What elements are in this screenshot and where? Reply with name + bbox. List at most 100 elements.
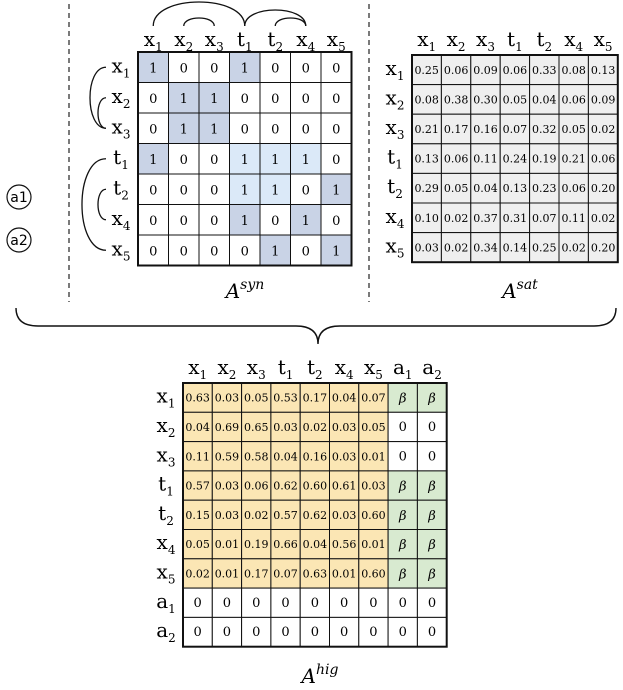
sat-cell-value: 0.06 — [561, 182, 586, 195]
sat-cell: 0.30 — [470, 84, 501, 115]
sat-cell: 0.06 — [440, 54, 472, 86]
syn-row-header: x4 — [112, 206, 131, 233]
sat-row-header: x3 — [386, 115, 405, 142]
sat-cell-value: 0.02 — [591, 212, 616, 225]
syn-cell-value: 0 — [302, 122, 310, 137]
hig-cell: 0.11 — [182, 441, 213, 472]
sat-cell: 0.08 — [411, 84, 442, 115]
hig-cell: 0.03 — [329, 441, 360, 472]
hig-cell-value: 0.04 — [332, 392, 357, 405]
hig-cell: 0.53 — [270, 382, 301, 413]
hig-cell: 0 — [270, 616, 301, 648]
anchor-circle — [6, 227, 32, 253]
hig-cell-bg — [299, 529, 331, 560]
hig-cell-value: 0.63 — [303, 567, 328, 580]
syn-cell-bg — [137, 143, 169, 175]
syn-cell-value: 1 — [271, 153, 279, 168]
syn-cell-bg — [320, 234, 352, 266]
hig-cell: 0.62 — [270, 470, 301, 501]
anchor-node: a2 — [6, 227, 32, 253]
syn-cell-bg — [198, 112, 230, 144]
syn-cell: 0 — [137, 112, 169, 144]
hig-cell: 0 — [387, 411, 418, 443]
hig-cell-value: 0.58 — [244, 450, 269, 463]
sat-cell: 0.06 — [558, 172, 589, 204]
hig-cell: 0 — [387, 616, 418, 648]
hig-cell: 0.66 — [270, 529, 301, 560]
hig-cell-bg — [358, 382, 389, 413]
sat-cell-bg — [587, 172, 619, 204]
hig-cell-value: 0.03 — [332, 421, 357, 434]
dependency-arc-top — [244, 9, 307, 27]
dependency-arc-left — [89, 66, 107, 129]
hig-row-header: a2 — [156, 618, 176, 645]
syn-cell: 0 — [320, 143, 352, 175]
hig-cell-value: 0 — [252, 625, 260, 640]
syn-cell: 1 — [229, 51, 261, 83]
hig-cell-value: β — [427, 509, 436, 524]
syn-cell: 0 — [168, 204, 200, 236]
syn-cell-bg — [137, 234, 169, 266]
hig-cell: β — [387, 382, 418, 413]
brace-path — [15, 307, 617, 345]
hig-cell: 0.03 — [270, 411, 301, 443]
sat-cell-value: 0.08 — [414, 93, 439, 106]
syn-cell-bg — [229, 143, 261, 175]
syn-cell-value: 0 — [271, 214, 279, 229]
hig-cell: 0.56 — [329, 529, 360, 560]
syn-cell-bg — [168, 112, 200, 144]
syn-cell-bg — [259, 204, 291, 236]
hig-cell: 0 — [387, 441, 418, 472]
sat-cell: 0.20 — [587, 172, 619, 204]
syn-cell: 0 — [198, 143, 230, 175]
hig-cell: 0.58 — [241, 441, 272, 472]
hig-cell-value: 0.05 — [244, 392, 269, 405]
syn-cell-value: 1 — [332, 183, 340, 198]
syn-cell: 0 — [259, 82, 291, 114]
dependency-arc-top — [152, 1, 246, 27]
hig-cell: 0.04 — [329, 382, 360, 413]
hig-cell-value: 0.04 — [185, 421, 210, 434]
hig-cell: 0.63 — [299, 558, 331, 589]
syn-cell-bg — [229, 82, 261, 114]
syn-cell: 1 — [168, 112, 200, 144]
sat-cell: 0.07 — [529, 202, 560, 234]
hig-cell-bg — [241, 499, 272, 531]
syn-cell-value: 0 — [149, 183, 157, 198]
sat-cell-value: 0.06 — [591, 153, 616, 166]
hig-cell-bg — [299, 616, 331, 648]
hig-cell-value: 0 — [281, 596, 289, 611]
sat-cell: 0.31 — [499, 202, 531, 234]
syn-row-header: x3 — [112, 114, 131, 141]
hig-cell-value: 0.02 — [185, 567, 210, 580]
hig-cell-bg — [299, 499, 331, 531]
hig-row-header: x4 — [157, 530, 176, 557]
sat-cell-value: 0.20 — [591, 182, 616, 195]
sat-cell-bg — [440, 54, 472, 86]
hig-cell: 0.03 — [211, 382, 243, 413]
hig-cell-bg — [329, 470, 360, 501]
hig-cell-value: 0.16 — [303, 450, 328, 463]
hig-cell-value: 0.17 — [244, 567, 269, 580]
hig-cell-value: 0.01 — [332, 567, 357, 580]
syn-cell-value: 0 — [149, 122, 157, 137]
hig-cell-value: 0.65 — [244, 421, 269, 434]
sat-cell-value: 0.04 — [473, 182, 498, 195]
sat-cell-value: 0.16 — [473, 123, 498, 136]
syn-cell-value: 0 — [302, 183, 310, 198]
hig-col-header: t1 — [278, 355, 294, 382]
sat-cell: 0.38 — [440, 84, 472, 115]
hig-cell: 0.59 — [211, 441, 243, 472]
syn-cell-value: 0 — [271, 122, 279, 137]
hig-cell: 0.61 — [329, 470, 360, 501]
sat-cell-bg — [440, 84, 472, 115]
syn-cell-bg — [259, 82, 291, 114]
hig-cell: 0 — [387, 587, 418, 618]
sat-row-header: t1 — [387, 145, 403, 172]
sat-cell: 0.11 — [470, 143, 501, 174]
dependency-arc-left — [97, 188, 107, 221]
hig-cell-bg — [241, 470, 272, 501]
sat-cell-bg — [470, 113, 501, 145]
hig-cell: β — [387, 529, 418, 560]
hig-cell-bg — [211, 529, 243, 560]
